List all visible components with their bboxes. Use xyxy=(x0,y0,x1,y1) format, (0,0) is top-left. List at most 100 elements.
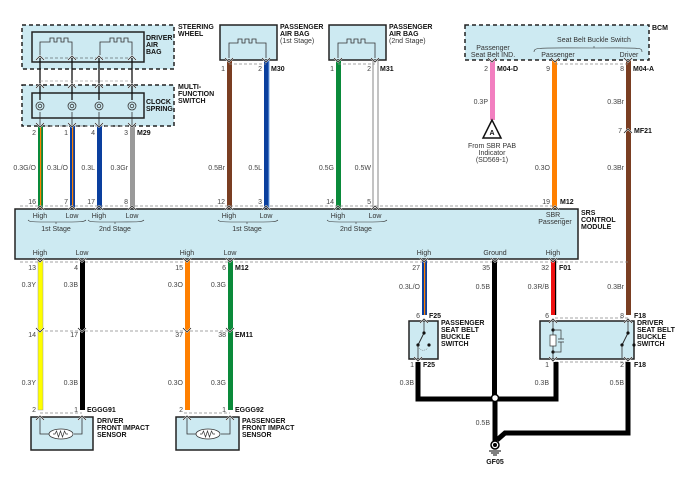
svg-text:16: 16 xyxy=(28,199,36,206)
pass-switch-label-3: BUCKLE xyxy=(441,334,470,341)
pass-switch-label-2: SEAT BELT xyxy=(441,327,480,334)
svg-text:0.5L: 0.5L xyxy=(248,165,262,172)
srs-label-1: SRS xyxy=(581,210,596,217)
srs-label-2: CONTROL xyxy=(581,217,616,224)
passenger-sensor-label-2: FRONT IMPACT xyxy=(242,425,295,432)
svg-text:0.3O: 0.3O xyxy=(535,165,551,172)
clock-spring-coil-icons xyxy=(35,101,137,111)
svg-text:0.3G: 0.3G xyxy=(211,380,226,387)
svg-text:2: 2 xyxy=(32,130,36,137)
svg-text:Low: Low xyxy=(66,213,80,220)
svg-text:37: 37 xyxy=(175,332,183,339)
capacitor-icon xyxy=(553,329,564,353)
svg-text:EGGG91: EGGG91 xyxy=(87,407,116,414)
svg-text:SBR_: SBR_ xyxy=(546,212,564,219)
connector-f18: F18 xyxy=(634,362,646,369)
svg-text:High: High xyxy=(222,213,237,220)
svg-text:0.3B: 0.3B xyxy=(535,380,550,387)
svg-text:17: 17 xyxy=(87,199,95,206)
svg-text:0.5G: 0.5G xyxy=(319,165,334,172)
driver-air-bag-label: DRIVER xyxy=(146,35,172,42)
svg-text:Ground: Ground xyxy=(483,250,506,257)
driver-air-bag-label-3: BAG xyxy=(146,49,162,56)
svg-text:0.5Br: 0.5Br xyxy=(208,165,225,172)
passenger-air-bag-2nd: PASSENGER AIR BAG (2nd Stage) xyxy=(328,24,432,61)
connector-dash-lines xyxy=(20,63,628,414)
svg-text:M04-A: M04-A xyxy=(633,66,654,73)
svg-text:38: 38 xyxy=(218,332,226,339)
bcm-passenger-label: Passenger xyxy=(541,52,575,59)
svg-text:0.3R/B: 0.3R/B xyxy=(528,284,550,291)
driver-air-bag-label-2: AIR xyxy=(146,42,158,49)
svg-text:14: 14 xyxy=(326,199,334,206)
svg-text:0.3B: 0.3B xyxy=(400,380,415,387)
bcm-seat-belt-buckle-switch-label: Seat Belt Buckle Switch xyxy=(557,37,631,44)
svg-text:13: 13 xyxy=(28,265,36,272)
svg-text:0.3Y: 0.3Y xyxy=(22,380,37,387)
passenger-seat-belt-buckle-switch: PASSENGER SEAT BELT BUCKLE SWITCH xyxy=(408,320,484,360)
svg-text:0.3L/O: 0.3L/O xyxy=(399,284,421,291)
svg-text:Indicator: Indicator xyxy=(479,150,507,157)
pass-switch-label-4: SWITCH xyxy=(441,341,469,348)
connector-f18: F18 xyxy=(634,313,646,320)
connector-f25: F25 xyxy=(423,362,435,369)
svg-text:6: 6 xyxy=(222,265,226,272)
bcm-driver-label: Driver xyxy=(620,52,639,59)
pin: 6 xyxy=(416,313,420,320)
multi-function-switch-label: MULTI- xyxy=(178,84,202,91)
driver-sensor-label-1: DRIVER xyxy=(97,418,123,425)
svg-text:M04-D: M04-D xyxy=(497,66,518,73)
pin: 6 xyxy=(545,313,549,320)
svg-text:19: 19 xyxy=(542,199,550,206)
squib-icon xyxy=(228,38,267,58)
svg-text:2: 2 xyxy=(367,66,371,73)
svg-text:F01: F01 xyxy=(559,265,571,272)
svg-text:M12: M12 xyxy=(560,199,574,206)
ground-symbol-icon xyxy=(489,440,501,456)
svg-text:0.5B: 0.5B xyxy=(476,284,491,291)
pin-numbers-top: 2 1 4 3 1 2 1 2 2 9 8 xyxy=(32,66,624,137)
svg-text:2nd Stage: 2nd Stage xyxy=(99,226,131,233)
pin: 1 xyxy=(410,362,414,369)
svg-text:0.3Br: 0.3Br xyxy=(607,99,624,106)
srs-label-3: MODULE xyxy=(581,224,612,231)
svg-text:Low: Low xyxy=(126,213,140,220)
bcm-module: BCM Passenger Seat Belt IND. Seat Belt B… xyxy=(464,24,668,61)
ground-wiring xyxy=(415,362,631,448)
passenger-air-bag-1-label: PASSENGER xyxy=(280,24,323,31)
steering-wheel-label-2: WHEEL xyxy=(178,31,204,38)
drv-switch-label-3: BUCKLE xyxy=(637,334,666,341)
svg-text:Low: Low xyxy=(260,213,274,220)
ground-wire-gauges: 0.3B 0.3B 0.5B 0.5B xyxy=(400,380,625,427)
pin: 1 xyxy=(545,362,549,369)
resistor-icon xyxy=(549,334,557,347)
svg-text:1: 1 xyxy=(330,66,334,73)
driver-sensor-label-3: SENSOR xyxy=(97,432,127,439)
svg-text:0.3P: 0.3P xyxy=(474,99,489,106)
svg-text:1st Stage: 1st Stage xyxy=(232,226,262,233)
svg-text:0.3G/O: 0.3G/O xyxy=(13,165,36,172)
bottom-pin-numbers: 13 4 15 6 M12 27 35 32 F01 14 17 37 38 E… xyxy=(28,265,571,414)
pin: 2 xyxy=(620,362,624,369)
reference-triangle-icon xyxy=(481,118,503,139)
svg-text:0.3O: 0.3O xyxy=(168,380,184,387)
svg-text:0.3B: 0.3B xyxy=(64,282,79,289)
svg-text:M12: M12 xyxy=(235,265,249,272)
driver-air-bag-box xyxy=(31,31,145,63)
bcm-pass-ind-label-2: Seat Belt IND. xyxy=(471,52,515,59)
svg-text:0.3Br: 0.3Br xyxy=(607,165,624,172)
bcm-pass-ind-label-1: Passenger xyxy=(476,45,510,52)
passenger-sensor-label-1: PASSENGER xyxy=(242,418,285,425)
svg-text:M30: M30 xyxy=(271,66,285,73)
driver-seat-belt-buckle-switch: DRIVER SEAT BELT BUCKLE SWITCH xyxy=(539,320,676,360)
svg-text:High: High xyxy=(331,213,346,220)
svg-text:1: 1 xyxy=(64,130,68,137)
squib-icon xyxy=(337,38,376,58)
svg-text:2: 2 xyxy=(179,407,183,414)
bcm-label: BCM xyxy=(652,25,668,32)
svg-text:8: 8 xyxy=(124,199,128,206)
svg-text:0.5W: 0.5W xyxy=(355,165,372,172)
svg-text:7: 7 xyxy=(64,199,68,206)
